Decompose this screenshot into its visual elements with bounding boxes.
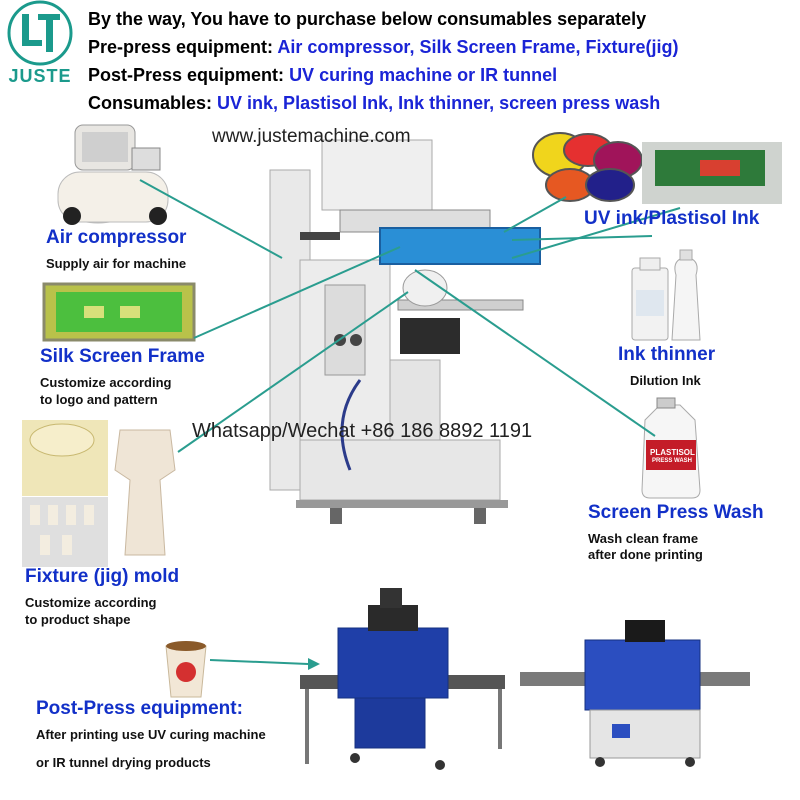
website-url[interactable]: www.justemachine.com — [212, 126, 411, 147]
juste-logo-icon — [7, 0, 73, 66]
silk-screen-desc-2: to logo and pattern — [40, 392, 158, 407]
fixture-desc-1: Customize according — [25, 595, 157, 610]
silk-screen-title: Silk Screen Frame — [40, 346, 205, 367]
arrow-head-icon — [308, 658, 320, 670]
logo-text: JUSTE — [8, 66, 72, 86]
header-line-1: By the way, You have to purchase below c… — [88, 8, 646, 30]
uv-ink-title: UV ink/Plastisol Ink — [584, 208, 760, 229]
post-press-desc-1: After printing use UV curing machine — [36, 727, 266, 742]
header-line-2: Pre-press equipment: Air compressor, Sil… — [88, 36, 679, 58]
header-line-4: Consumables: UV ink, Plastisol Ink, Ink … — [88, 92, 660, 114]
air-compressor-title: Air compressor — [46, 227, 187, 248]
consumables-value: UV ink, Plastisol Ink, Ink thinner, scre… — [217, 93, 661, 113]
printed-cup-image — [165, 641, 207, 698]
post-press-desc-2: or IR tunnel drying products — [36, 755, 211, 770]
ink-thinner-bottles-image — [631, 249, 701, 341]
air-compressor-desc: Supply air for machine — [46, 256, 187, 271]
post-press-value: UV curing machine or IR tunnel — [289, 65, 558, 85]
post-press-label: Post-Press equipment: — [88, 65, 285, 85]
screen-printing-machine-image — [269, 139, 541, 524]
header-line-1-text: By the way, You have to purchase below c… — [88, 9, 647, 29]
ir-tunnel-machine-image — [520, 620, 750, 767]
air-compressor-image — [57, 124, 169, 225]
press-wash-desc-1: Wash clean frame — [588, 531, 699, 546]
ink-thinner-title: Ink thinner — [618, 344, 716, 365]
connector-lines — [139, 179, 681, 665]
fixture-title: Fixture (jig) mold — [25, 566, 180, 587]
post-press-title: Post-Press equipment: — [36, 698, 243, 719]
press-wash-bottle-label: PLASTISOL — [650, 448, 695, 457]
uv-curing-machine-image — [300, 588, 505, 770]
contact-whatsapp: Whatsapp/Wechat +86 186 8892 1191 — [192, 420, 533, 442]
press-wash-bottle-sublabel: PRESS WASH — [652, 458, 693, 464]
fixture-jig-image — [22, 420, 176, 567]
header-line-3: Post-Press equipment: UV curing machine … — [88, 64, 557, 86]
silk-screen-desc-1: Customize according — [40, 375, 172, 390]
pre-press-value: Air compressor, Silk Screen Frame, Fixtu… — [277, 37, 679, 57]
ink-thinner-desc: Dilution Ink — [630, 373, 701, 388]
press-wash-title: Screen Press Wash — [588, 502, 764, 523]
consumables-label: Consumables: — [88, 93, 213, 113]
press-wash-bottle-image — [641, 397, 701, 499]
press-wash-desc-2: after done printing — [588, 547, 703, 562]
uv-ink-cans-image — [532, 132, 782, 204]
fixture-desc-2: to product shape — [25, 612, 131, 627]
silk-screen-frame-image — [42, 282, 196, 342]
pre-press-label: Pre-press equipment: — [88, 37, 274, 57]
